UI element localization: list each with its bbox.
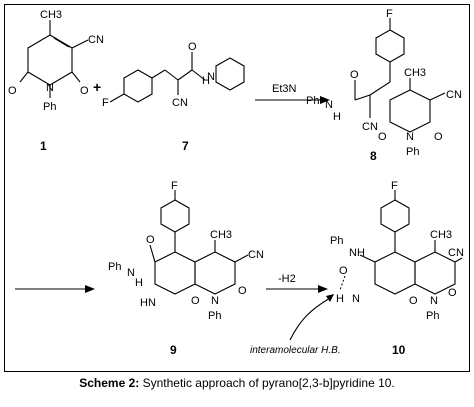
label-ch3-1: CH3 xyxy=(40,9,62,21)
label-f-9: F xyxy=(171,180,178,192)
label-o-8a: O xyxy=(350,69,359,81)
label-o-10c: O xyxy=(448,287,457,299)
label-h-7: H xyxy=(202,75,210,87)
label-h-10: H xyxy=(336,293,344,305)
label-ph-8b: Ph xyxy=(406,146,419,158)
compound-number-9: 9 xyxy=(170,343,177,357)
label-ch3-9: CH3 xyxy=(210,229,232,241)
label-h-9: H xyxy=(135,277,143,289)
label-f-10: F xyxy=(391,180,398,192)
label-o-7: O xyxy=(188,41,197,53)
label-n-8: N xyxy=(406,131,414,143)
compound-7: F O H N CN 7 xyxy=(102,41,245,153)
label-o-9c: O xyxy=(238,285,247,297)
label-o-10b: O xyxy=(409,295,418,307)
compound-number-8: 8 xyxy=(370,149,377,163)
label-n-1: N xyxy=(46,82,54,94)
caption-text: Synthetic approach of pyrano[2,3-b]pyrid… xyxy=(139,376,395,390)
label-minus-h2: -H2 xyxy=(278,273,296,285)
label-cn-8a: CN xyxy=(446,89,462,101)
label-ph-9b: Ph xyxy=(208,310,221,322)
compound-1: CH3 CN O N O Ph 1 xyxy=(8,9,104,153)
caption-prefix: Scheme 2: xyxy=(79,376,140,390)
compound-number-10: 10 xyxy=(392,343,406,357)
plus-sign: + xyxy=(93,79,101,95)
label-cn-7: CN xyxy=(172,97,188,109)
label-n-9: N xyxy=(127,267,135,279)
label-cn-8b: CN xyxy=(362,121,378,133)
label-hbond: interamolecular H.B. xyxy=(250,345,341,356)
label-o-1a: O xyxy=(8,85,17,97)
label-h-8: H xyxy=(333,111,341,123)
label-reagent: Et3N xyxy=(272,83,297,95)
arrow-2 xyxy=(15,285,95,293)
label-ph-9: Ph xyxy=(108,261,121,273)
label-ph-10: Ph xyxy=(330,235,343,247)
label-nh-10: NH xyxy=(349,247,365,259)
label-cn-9: CN xyxy=(248,249,264,261)
label-ch3-10: CH3 xyxy=(430,229,452,241)
compound-number-7: 7 xyxy=(182,139,189,153)
arrow-1: Et3N xyxy=(255,83,330,104)
label-o-10a: O xyxy=(339,265,348,277)
compound-8: F CH3 CN Ph N H O CN O N O Ph 8 xyxy=(306,8,462,163)
label-o-9a: O xyxy=(146,234,155,246)
label-f-8: F xyxy=(386,8,393,20)
label-o-9b: O xyxy=(191,295,200,307)
compound-9: F CH3 CN O Ph N H HN O N O Ph 9 xyxy=(108,180,264,357)
label-hn-9: HN xyxy=(140,297,156,309)
label-n-10a: N xyxy=(352,293,360,305)
label-n-10: N xyxy=(430,295,438,307)
arrow-3: -H2 xyxy=(266,273,328,293)
label-ph-8: Ph xyxy=(306,95,319,107)
label-o-1b: O xyxy=(80,85,89,97)
compound-10: F Ph NH CH3 CN O H N O N O Ph 10 interam… xyxy=(250,180,464,357)
label-o-8b: O xyxy=(378,131,387,143)
label-n-7: N xyxy=(207,71,215,83)
label-ph-1: Ph xyxy=(43,101,56,113)
scheme-frame xyxy=(4,4,470,372)
label-n-8: N xyxy=(325,99,333,111)
compound-number-1: 1 xyxy=(40,139,47,153)
label-ph-10b: Ph xyxy=(426,310,439,322)
label-cn-1: CN xyxy=(88,34,104,46)
label-n-9: N xyxy=(211,295,219,307)
label-ch3-8: CH3 xyxy=(404,67,426,79)
label-o-8c: O xyxy=(434,131,443,143)
scheme-caption: Scheme 2: Synthetic approach of pyrano[2… xyxy=(0,376,474,390)
label-f-7: F xyxy=(102,97,109,109)
label-cn-10: CN xyxy=(448,247,464,259)
